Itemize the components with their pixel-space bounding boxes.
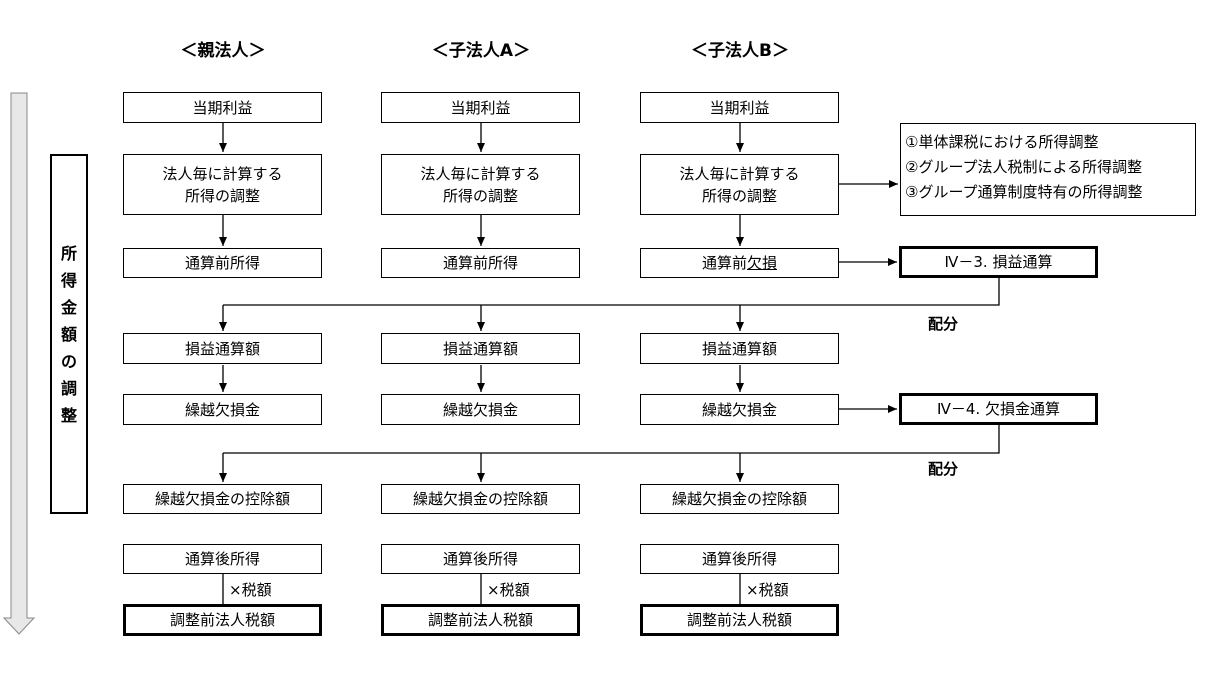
adjustment-note: ②グループ法人税制による所得調整 [905,158,1143,176]
child-b-deduction-box: 繰越欠損金の控除額 [640,484,839,514]
child-b-pre-loss-box: 通算前欠損 [640,248,839,278]
child-b-carryover-box: 繰越欠損金 [640,394,839,425]
parent-profit-box: 当期利益 [123,92,322,123]
child-a-deduction-box: 繰越欠損金の控除額 [381,484,580,514]
child-b-adjust-box: 法人毎に計算する 所得の調整 [640,154,839,215]
side-char: 所 [60,243,77,263]
side-char: 整 [60,405,77,425]
side-char: 金 [60,297,77,317]
child-b-post-income-box: 通算後所得 [640,544,839,574]
parent-adjust-box: 法人毎に計算する 所得の調整 [123,154,322,215]
allocation-label-1: 配分 [928,315,959,333]
parent-tax-rate-label: ×税額 [229,581,272,599]
adjustment-note: ①単体課税における所得調整 [905,133,1099,151]
child-b-pl-amount-box: 損益通算額 [640,333,839,364]
parent-carryover-box: 繰越欠損金 [123,394,322,425]
header-parent: ＜親法人＞ [180,41,266,61]
child-b-tax-rate-label: ×税額 [746,581,789,599]
adjust-line-1: 法人毎に計算する [162,164,283,183]
side-char: の [60,351,77,371]
child-a-tax-box: 調整前法人税額 [381,604,580,636]
side-char: 額 [60,324,77,344]
child-a-post-income-box: 通算後所得 [381,544,580,574]
allocation-label-2: 配分 [928,460,959,478]
child-a-pl-amount-box: 損益通算額 [381,333,580,364]
parent-pre-income-box: 通算前所得 [123,248,322,278]
adjust-line-1: 法人毎に計算する [420,164,541,183]
side-char: 得 [60,270,77,290]
adjust-line-2: 所得の調整 [442,186,518,205]
child-b-tax-box: 調整前法人税額 [640,604,839,636]
child-a-carryover-box: 繰越欠損金 [381,394,580,425]
header-child-a: ＜子法人A＞ [431,41,531,61]
side-char: 調 [60,378,77,398]
child-a-pre-income-box: 通算前所得 [381,248,580,278]
parent-post-income-box: 通算後所得 [123,544,322,574]
child-a-profit-box: 当期利益 [381,92,580,123]
process-down-arrow [2,92,36,635]
child-b-profit-box: 当期利益 [640,92,839,123]
adjustment-notes-box: ①単体課税における所得調整 ②グループ法人税制による所得調整 ③グループ通算制度… [900,123,1196,216]
parent-tax-box: 調整前法人税額 [123,604,322,636]
adjustment-note: ③グループ通算制度特有の所得調整 [905,183,1143,201]
header-child-b: ＜子法人B＞ [691,41,789,61]
adjust-line-1: 法人毎に計算する [679,164,800,183]
adjust-line-2: 所得の調整 [184,186,260,205]
pre-loss-prefix: 通算前 [701,254,747,272]
child-a-tax-rate-label: ×税額 [487,581,530,599]
adjust-line-2: 所得の調整 [701,186,777,205]
child-a-adjust-box: 法人毎に計算する 所得の調整 [381,154,580,215]
income-adjustment-side-label: 所 得 金 額 の 調 整 [50,154,88,514]
parent-pl-amount-box: 損益通算額 [123,333,322,364]
pre-loss-underlined: 欠損 [747,254,778,272]
loss-offset-box: Ⅳ－3. 損益通算 [899,246,1098,278]
carryover-offset-box: Ⅳ－4. 欠損金通算 [899,393,1098,425]
parent-deduction-box: 繰越欠損金の控除額 [123,484,322,514]
